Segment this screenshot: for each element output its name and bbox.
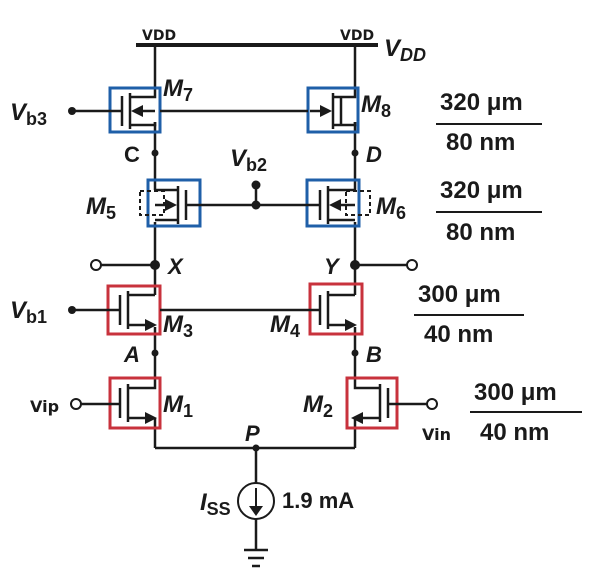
- m7-drain: [130, 122, 157, 127]
- vin-label: Vin: [422, 425, 451, 444]
- m6-label: M6: [376, 193, 406, 223]
- m3-arrow: [145, 319, 157, 331]
- m8-source: [333, 90, 357, 99]
- node-y-label: Y: [324, 254, 341, 279]
- node-a-label: A: [123, 342, 140, 367]
- m5-dashed-bulk: [139, 190, 165, 216]
- node-b-dot: [351, 349, 359, 357]
- vdd-label-left: VDD: [142, 28, 176, 44]
- vb2-label: Vb2: [230, 145, 267, 175]
- vdd-label-right: VDD: [384, 35, 426, 65]
- m6-dashed-bulk: [345, 190, 371, 216]
- node-c-label: C: [124, 142, 140, 167]
- m8-arrow: [320, 105, 332, 117]
- m6-arrow: [329, 199, 341, 211]
- m5-box: [146, 178, 202, 228]
- iss-label: ISS: [200, 489, 231, 519]
- vdd-label-mid: VDD: [340, 28, 374, 44]
- vb3-terminal: [68, 107, 76, 115]
- m5-label: M5: [86, 193, 116, 223]
- vb1-label: Vb1: [10, 297, 47, 327]
- y-output-terminal: [406, 259, 418, 271]
- m2-drain: [353, 385, 380, 390]
- vip-label: Vip: [30, 397, 59, 416]
- m5-arrow: [165, 199, 177, 211]
- m3-m4-length: 40 nm: [424, 321, 493, 348]
- vb1-terminal: [68, 306, 76, 314]
- vin-terminal[interactable]: [426, 398, 438, 410]
- node-a-dot: [151, 349, 159, 357]
- m1-drain: [128, 385, 157, 390]
- m5-m6-width: 320 μm: [440, 177, 523, 204]
- vb2-junction: [251, 200, 261, 210]
- m1-arrow: [145, 412, 157, 424]
- m8-label: M8: [361, 91, 391, 121]
- vb3-label: Vb3: [10, 99, 47, 129]
- m6-box: [305, 178, 361, 228]
- node-y-dot: [350, 260, 360, 270]
- node-b-label: B: [366, 342, 382, 367]
- node-p-dot: [252, 444, 260, 452]
- node-d-label: D: [366, 142, 382, 167]
- m8-drain: [333, 122, 357, 127]
- m7-m8-width: 320 μm: [440, 89, 523, 116]
- m7-arrow: [131, 105, 143, 117]
- m7-m8-length: 80 nm: [446, 129, 515, 156]
- m4-arrow: [345, 319, 357, 331]
- m4-label: M4: [270, 311, 300, 341]
- current-source-arrow-head: [249, 506, 263, 516]
- m7-label: M7: [163, 75, 193, 105]
- m3-m4-width: 300 μm: [418, 281, 501, 308]
- node-x-label: X: [166, 254, 184, 279]
- node-c-dot: [151, 149, 159, 157]
- iss-value: 1.9 mA: [282, 488, 354, 513]
- node-d-dot: [351, 149, 359, 157]
- vip-terminal[interactable]: [70, 398, 82, 410]
- current-source: [237, 482, 275, 520]
- m7-source: [130, 90, 157, 99]
- m1-m2-width: 300 μm: [474, 379, 557, 406]
- m3-label: M3: [163, 311, 193, 341]
- m2-label: M2: [303, 391, 333, 421]
- m1-label: M1: [163, 391, 193, 421]
- node-x-dot: [150, 260, 160, 270]
- m5-m6-length: 80 nm: [446, 219, 515, 246]
- vb2-terminal: [251, 180, 261, 190]
- m2-arrow: [351, 412, 363, 424]
- x-output-terminal: [90, 259, 102, 271]
- m1-m2-length: 40 nm: [480, 419, 549, 446]
- node-p-label: P: [245, 421, 260, 446]
